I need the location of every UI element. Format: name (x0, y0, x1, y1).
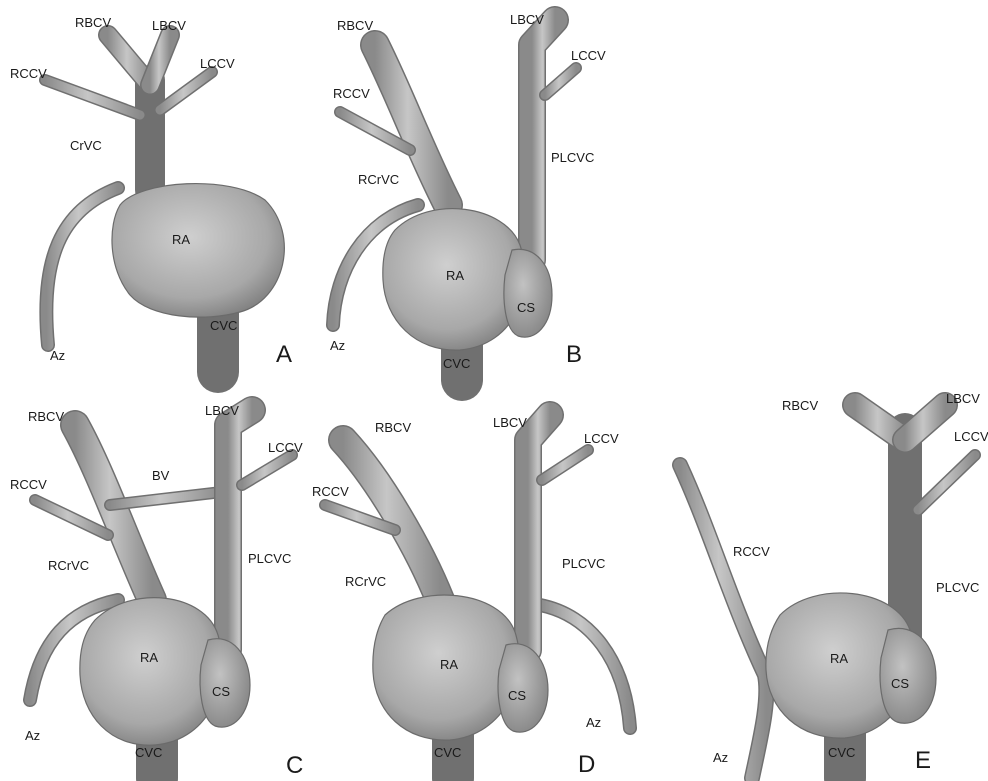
panel-b-vessels (333, 20, 576, 380)
panel-b-plcvc-label: PLCVC (551, 150, 594, 165)
panel-a-vessels (45, 35, 284, 372)
panel-d-vessels (325, 415, 630, 778)
panel-e-cvc-label: CVC (828, 745, 855, 760)
panel-c-cvc-label: CVC (135, 745, 162, 760)
panel-c-ra-label: RA (140, 650, 158, 665)
panel-d-ra-label: RA (440, 657, 458, 672)
panel-a-letter: A (276, 341, 292, 368)
panel-a-crvc-label: CrVC (70, 138, 102, 153)
panel-b-lbcv-label: LBCV (510, 12, 544, 27)
panel-c-rbcv-label: RBCV (28, 409, 64, 424)
panel-c-rcrvc-label: RCrVC (48, 558, 89, 573)
panel-b-rcrvc-label: RCrVC (358, 172, 399, 187)
panel-e-plcvc-label: PLCVC (936, 580, 979, 595)
panel-c: RBCV LBCV LCCV BV RCCV RCrVC PLCVC RA CS… (10, 403, 303, 779)
panel-c-lbcv-label: LBCV (205, 403, 239, 418)
panel-d-rccv-label: RCCV (312, 484, 349, 499)
panel-a-ra-chamber (112, 184, 284, 318)
panel-e-rccv-label: RCCV (733, 544, 770, 559)
panel-b-az-label: Az (330, 338, 345, 353)
panel-a-lccv-label: LCCV (200, 56, 235, 71)
panel-b-ra-label: RA (446, 268, 464, 283)
panel-d-plcvc-label: PLCVC (562, 556, 605, 571)
panel-e-lccv-label: LCCV (954, 429, 988, 444)
panel-d-cvc-label: CVC (434, 745, 461, 760)
panel-a-lbcv-label: LBCV (152, 18, 186, 33)
panel-b-rccv-label: RCCV (333, 86, 370, 101)
panel-d-az-label: Az (586, 715, 601, 730)
panel-a-az-label: Az (50, 348, 65, 363)
panel-a-rccv-label: RCCV (10, 66, 47, 81)
panel-a-ra-label: RA (172, 232, 190, 247)
panel-d-lbcv-label: LBCV (493, 415, 527, 430)
panel-b-lccv-label: LCCV (571, 48, 606, 63)
panel-d-rbcv-label: RBCV (375, 420, 411, 435)
panel-b: RBCV LBCV LCCV RCCV PLCVC RCrVC RA CS Az… (330, 12, 606, 380)
panel-a: RBCV LBCV RCCV LCCV CrVC RA CVC Az A (10, 15, 292, 372)
panel-d-lccv-label: LCCV (584, 431, 619, 446)
panel-a-cvc-label: CVC (210, 318, 237, 333)
panel-c-rccv-label: RCCV (10, 477, 47, 492)
panel-e-lbcv-label: LBCV (946, 391, 980, 406)
panel-d-cs-label: CS (508, 688, 526, 703)
panel-c-plcvc-label: PLCVC (248, 551, 291, 566)
panel-c-lccv-label: LCCV (268, 440, 303, 455)
panel-a-rbcv-label: RBCV (75, 15, 111, 30)
panel-b-rbcv-label: RBCV (337, 18, 373, 33)
panel-e-az-label: Az (713, 750, 728, 765)
panel-e-letter: E (915, 747, 931, 774)
panel-d-rcrvc-label: RCrVC (345, 574, 386, 589)
panel-b-letter: B (566, 341, 582, 368)
panel-e-rbcv-label: RBCV (782, 398, 818, 413)
panel-e: RBCV LBCV LCCV RCCV PLCVC RA CS Az CVC E (680, 391, 988, 778)
panel-c-bv-label: BV (152, 468, 170, 483)
panel-d-letter: D (578, 751, 595, 778)
panel-c-az-label: Az (25, 728, 40, 743)
panel-c-letter: C (286, 752, 303, 779)
panel-b-cs-label: CS (517, 300, 535, 315)
panel-b-cvc-label: CVC (443, 356, 470, 371)
panel-e-ra-label: RA (830, 651, 848, 666)
panel-e-vessels (680, 405, 975, 778)
panel-c-vessels (30, 410, 292, 778)
panel-c-cs-label: CS (212, 684, 230, 699)
panel-e-cs-label: CS (891, 676, 909, 691)
panel-c-cs-chamber (200, 639, 250, 728)
panel-d: RBCV LBCV LCCV RCCV RCrVC PLCVC RA CS Az… (312, 415, 630, 778)
